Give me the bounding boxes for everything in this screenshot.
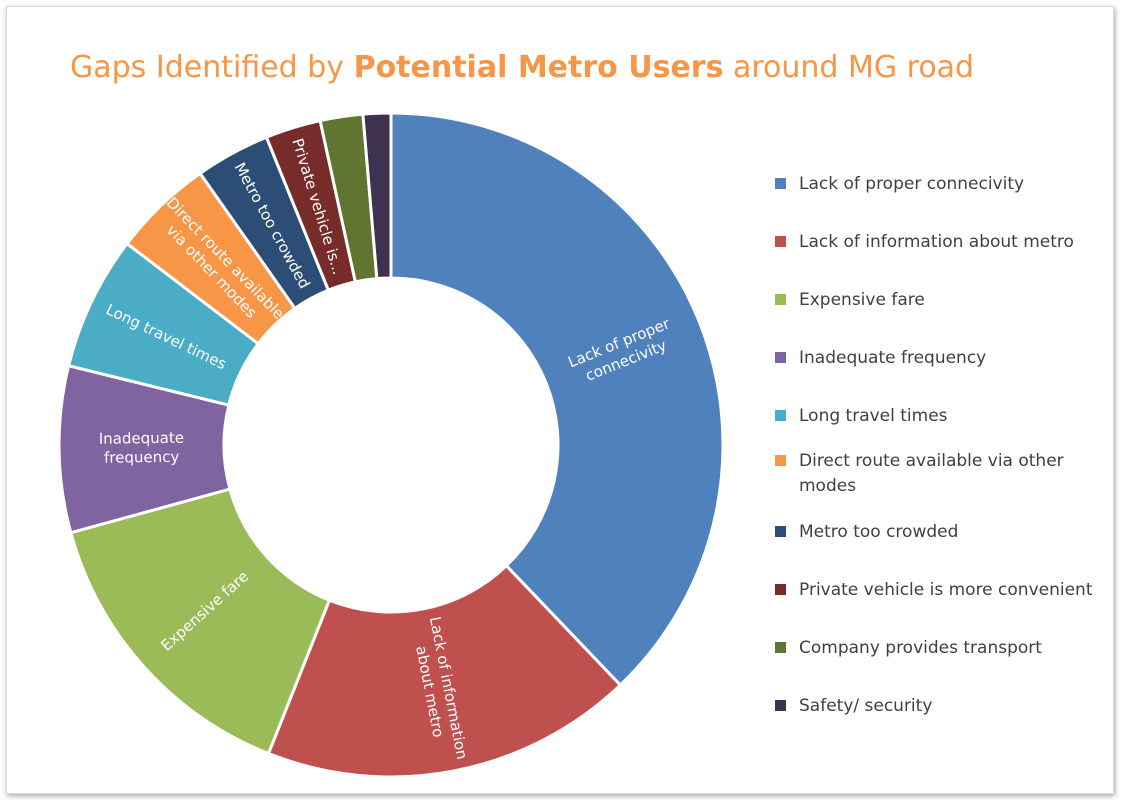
legend-item: Long travel times [775, 404, 1105, 429]
legend-label: Long travel times [799, 406, 948, 426]
legend-item: Inadequate frequency [775, 346, 1105, 371]
chart-title: Gaps Identified by Potential Metro Users… [70, 50, 974, 85]
legend-swatch [775, 178, 786, 189]
title-part-2: Potential Metro Users [353, 50, 724, 85]
legend-item: Private vehicle is more convenient [775, 578, 1105, 603]
slice-label-4-line-1: Inadequate [99, 429, 184, 448]
legend-label: Lack of proper connecivity [799, 174, 1025, 194]
legend-swatch [775, 642, 786, 653]
title-part-3: around MG road [723, 50, 975, 85]
legend-item: Lack of information about metro [775, 230, 1105, 255]
legend-swatch [775, 352, 786, 363]
legend-item: Lack of proper connecivity [775, 172, 1105, 197]
legend-item: Expensive fare [775, 288, 1105, 313]
slice-label-4-line-2: frequency [104, 448, 180, 467]
legend-swatch [775, 236, 786, 247]
legend-item: Metro too crowded [775, 520, 1105, 545]
legend-label: Safety/ security [799, 696, 933, 716]
legend-swatch [775, 584, 786, 595]
legend-label: Direct route available via other modes [799, 451, 1064, 496]
legend-label: Private vehicle is more convenient [799, 580, 1093, 600]
legend-label: Company provides transport [799, 638, 1042, 658]
slice-2 [266, 563, 623, 779]
legend-item: Direct route available via other modes [775, 449, 1105, 499]
slice-3 [68, 487, 332, 756]
legend-item: Safety/ security [775, 694, 1105, 719]
legend-label: Lack of information about metro [799, 232, 1074, 252]
title-part-1: Gaps Identified by [70, 50, 354, 85]
legend-label: Metro too crowded [799, 522, 959, 542]
legend-item: Company provides transport [775, 636, 1105, 661]
legend-label: Expensive fare [799, 290, 925, 310]
legend-swatch [775, 410, 786, 421]
legend-swatch [775, 455, 786, 466]
slice-1 [389, 111, 725, 688]
legend-label: Inadequate frequency [799, 348, 987, 368]
legend-swatch [775, 294, 786, 305]
slice-10 [361, 111, 393, 281]
legend-swatch [775, 700, 786, 711]
legend-swatch [775, 526, 786, 537]
